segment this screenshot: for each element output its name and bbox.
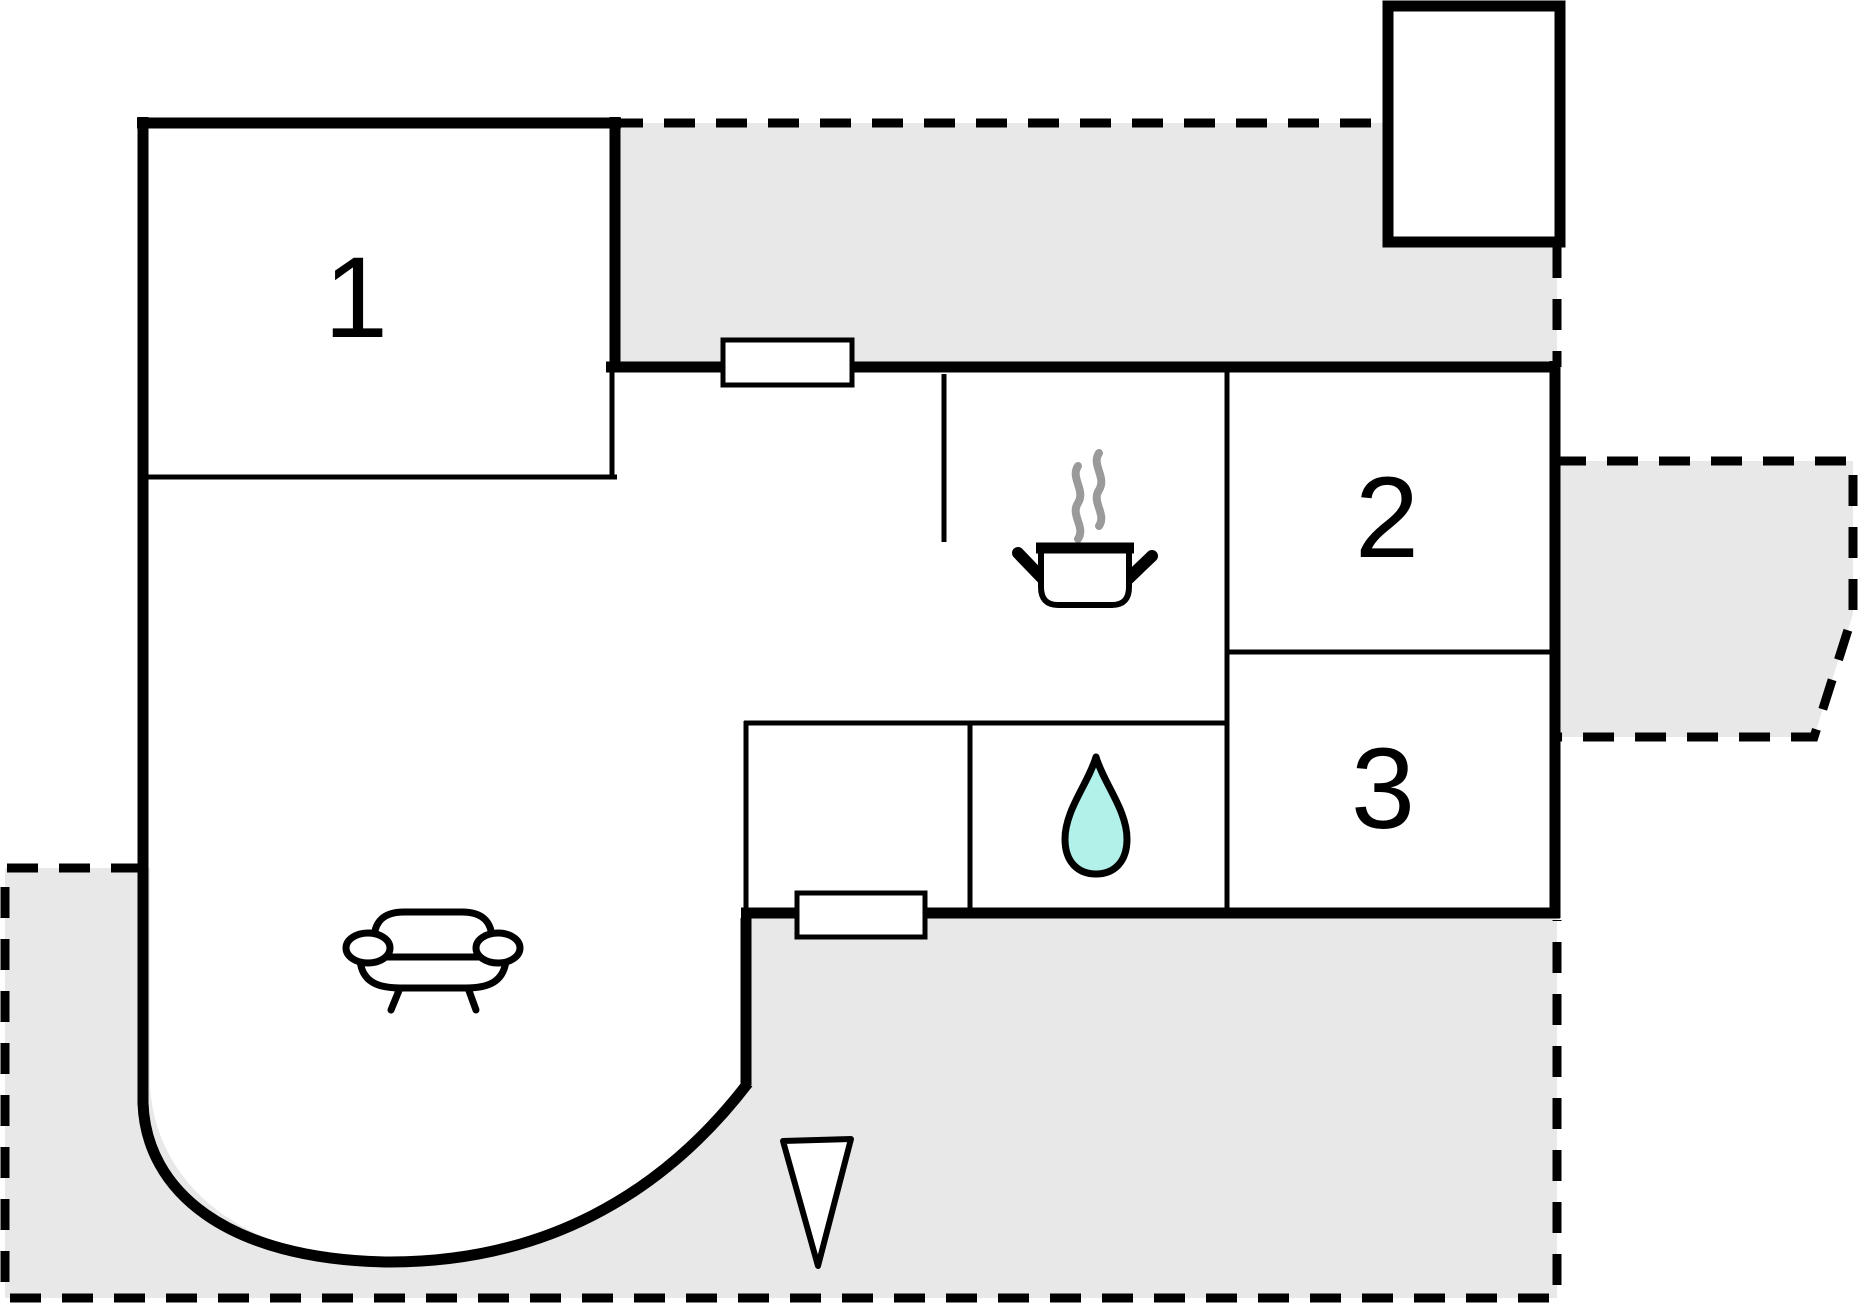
- room-labels: 1 2 3: [324, 234, 1419, 853]
- annex-building: [1382, 0, 1566, 248]
- terrace-right: [1555, 461, 1853, 737]
- steam-line-2: [1092, 449, 1106, 530]
- room-3-label: 3: [1351, 725, 1415, 853]
- openings: [720, 337, 928, 940]
- terrace-dashed-boundaries: [0, 118, 1858, 1303]
- interior-walls: [140, 370, 1553, 911]
- door-top: [720, 337, 855, 388]
- steam-line-1: [1071, 462, 1085, 543]
- cone-marker-icon: [780, 1136, 854, 1269]
- water-drop-icon: [1061, 753, 1131, 878]
- pot-with-steam-icon: [1012, 449, 1158, 608]
- terrace-top: [615, 123, 1557, 367]
- sofa-icon: [342, 908, 524, 1014]
- living-room-curved-wall: [137, 1079, 753, 1268]
- pot-body: [1038, 544, 1132, 608]
- dashed-bottom-terrace-edge: [0, 863, 1562, 1303]
- room-2-label: 2: [1355, 454, 1419, 582]
- terraces: [5, 123, 1853, 1298]
- room-1-label: 1: [324, 234, 388, 362]
- door-bottom: [794, 890, 928, 940]
- terrace-bottom: [5, 868, 1557, 1298]
